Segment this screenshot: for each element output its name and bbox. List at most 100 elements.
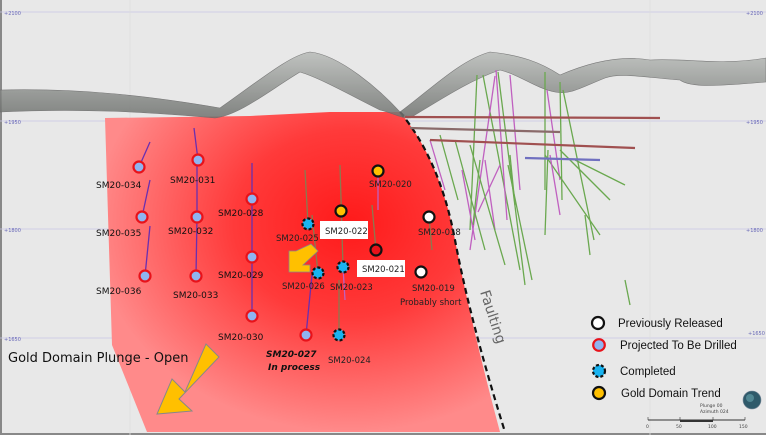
hole-marker xyxy=(336,260,350,274)
azimuth-label: Azimuth 024 xyxy=(700,409,729,415)
legend-completed-icon xyxy=(591,363,607,379)
hole-note: Probably short xyxy=(400,298,462,308)
hole-trace xyxy=(342,266,346,301)
drill-trace xyxy=(584,214,591,256)
hole-marker xyxy=(334,204,348,218)
scale-tick: 50 xyxy=(676,424,682,430)
hole-trace xyxy=(371,204,377,251)
hole-marker xyxy=(369,243,383,257)
drill-trace xyxy=(439,134,459,201)
hole-marker xyxy=(245,250,259,264)
drill-trace xyxy=(461,169,476,241)
drill-trace xyxy=(429,139,446,191)
legend-projected-icon xyxy=(592,338,606,352)
hole-label: SM20-025 xyxy=(276,234,319,244)
hole-label: SM20-029 xyxy=(218,271,264,281)
compass-globe-highlight xyxy=(746,394,754,402)
hole-marker xyxy=(422,210,436,224)
hole-label: SM20-036 xyxy=(96,287,142,297)
in-process-note: In process xyxy=(268,363,321,373)
hole-label: SM20-019 xyxy=(412,284,455,294)
legend-label: Previously Released xyxy=(618,318,723,330)
hole-marker xyxy=(191,153,205,167)
drill-trace xyxy=(472,159,481,226)
fault-line xyxy=(399,111,507,433)
drill-trace xyxy=(497,71,526,286)
scale-tick: 100 xyxy=(708,424,717,430)
hole-marker xyxy=(299,328,313,342)
hole-trace xyxy=(305,274,313,336)
hole-label: SM20-018 xyxy=(418,228,461,238)
hole-label: SM20-032 xyxy=(168,227,213,237)
hole-label: SM20-023 xyxy=(330,283,373,293)
hole-trace xyxy=(195,216,198,277)
label-box-sm20-022 xyxy=(320,221,368,239)
legend: Previously Released Projected To Be Dril… xyxy=(590,315,737,401)
terrain-surface xyxy=(0,51,409,119)
legend-gold-icon xyxy=(591,385,607,401)
drill-holes xyxy=(132,153,436,342)
hole-label: SM20-021 xyxy=(362,265,405,275)
plunge-title: Gold Domain Plunge - Open xyxy=(8,351,188,366)
drill-trace xyxy=(574,159,626,186)
drill-trace xyxy=(469,144,506,266)
drift-trace xyxy=(409,126,561,134)
axis-label: +1800 xyxy=(4,228,21,234)
hole-marker xyxy=(245,192,259,206)
hole-marker xyxy=(301,217,315,231)
hole-marker xyxy=(245,309,259,323)
drill-trace xyxy=(507,164,533,281)
hole-label: SM20-024 xyxy=(328,356,371,366)
hole-label: SM20-020 xyxy=(369,180,412,190)
hole-label: SM20-030 xyxy=(218,333,264,343)
axis-label: +1800 xyxy=(746,228,763,234)
hole-labels: SM20-034 SM20-035 SM20-036 SM20-031 SM20… xyxy=(96,176,462,373)
hole-marker xyxy=(311,266,325,280)
drill-trace xyxy=(495,69,508,221)
axis-label: +2100 xyxy=(4,11,21,17)
drill-trace xyxy=(509,154,516,206)
label-box-sm20-021 xyxy=(357,260,405,277)
hole-marker xyxy=(190,210,204,224)
plunge-arrow-large xyxy=(156,343,220,415)
hole-marker xyxy=(414,265,428,279)
hole-label-in-process: SM20-027 xyxy=(266,350,317,360)
hole-label: SM20-034 xyxy=(96,181,142,191)
drill-trace xyxy=(544,149,549,236)
drill-trace xyxy=(562,89,595,241)
hole-trace xyxy=(304,169,309,225)
hole-marker xyxy=(132,160,146,174)
drill-trace xyxy=(482,74,521,271)
drill-trace xyxy=(624,279,631,306)
hole-label: SM20-035 xyxy=(96,229,141,239)
hole-label: SM20-022 xyxy=(325,227,368,237)
hole-marker xyxy=(371,164,385,178)
drill-trace xyxy=(509,74,521,191)
terrain-surface-right xyxy=(399,51,766,119)
plunge-arrow-small xyxy=(288,243,319,273)
legend-label: Completed xyxy=(620,366,676,378)
hole-marker xyxy=(332,328,346,342)
drill-trace xyxy=(469,74,478,231)
drill-trace xyxy=(469,75,496,251)
legend-label: Gold Domain Trend xyxy=(621,388,721,400)
axis-labels-right: +2100 +1950 +1800 +1650 xyxy=(746,11,765,337)
axis-label: +1650 xyxy=(4,337,21,343)
drill-trace xyxy=(546,89,561,181)
axis-label: +1950 xyxy=(746,120,763,126)
axis-label: +1950 xyxy=(4,120,21,126)
hole-label: SM20-026 xyxy=(282,282,325,292)
hole-label: SM20-028 xyxy=(218,209,264,219)
axis-label: +2100 xyxy=(746,11,763,17)
legend-label: Projected To Be Drilled xyxy=(620,340,737,352)
drift-trace xyxy=(404,115,661,120)
hole-label: SM20-031 xyxy=(170,176,215,186)
hole-marker xyxy=(138,269,152,283)
drift-trace xyxy=(429,138,636,150)
hole-marker xyxy=(189,269,203,283)
scale-tick: 0 xyxy=(646,424,649,430)
drill-trace xyxy=(484,159,496,231)
hole-marker xyxy=(135,210,149,224)
